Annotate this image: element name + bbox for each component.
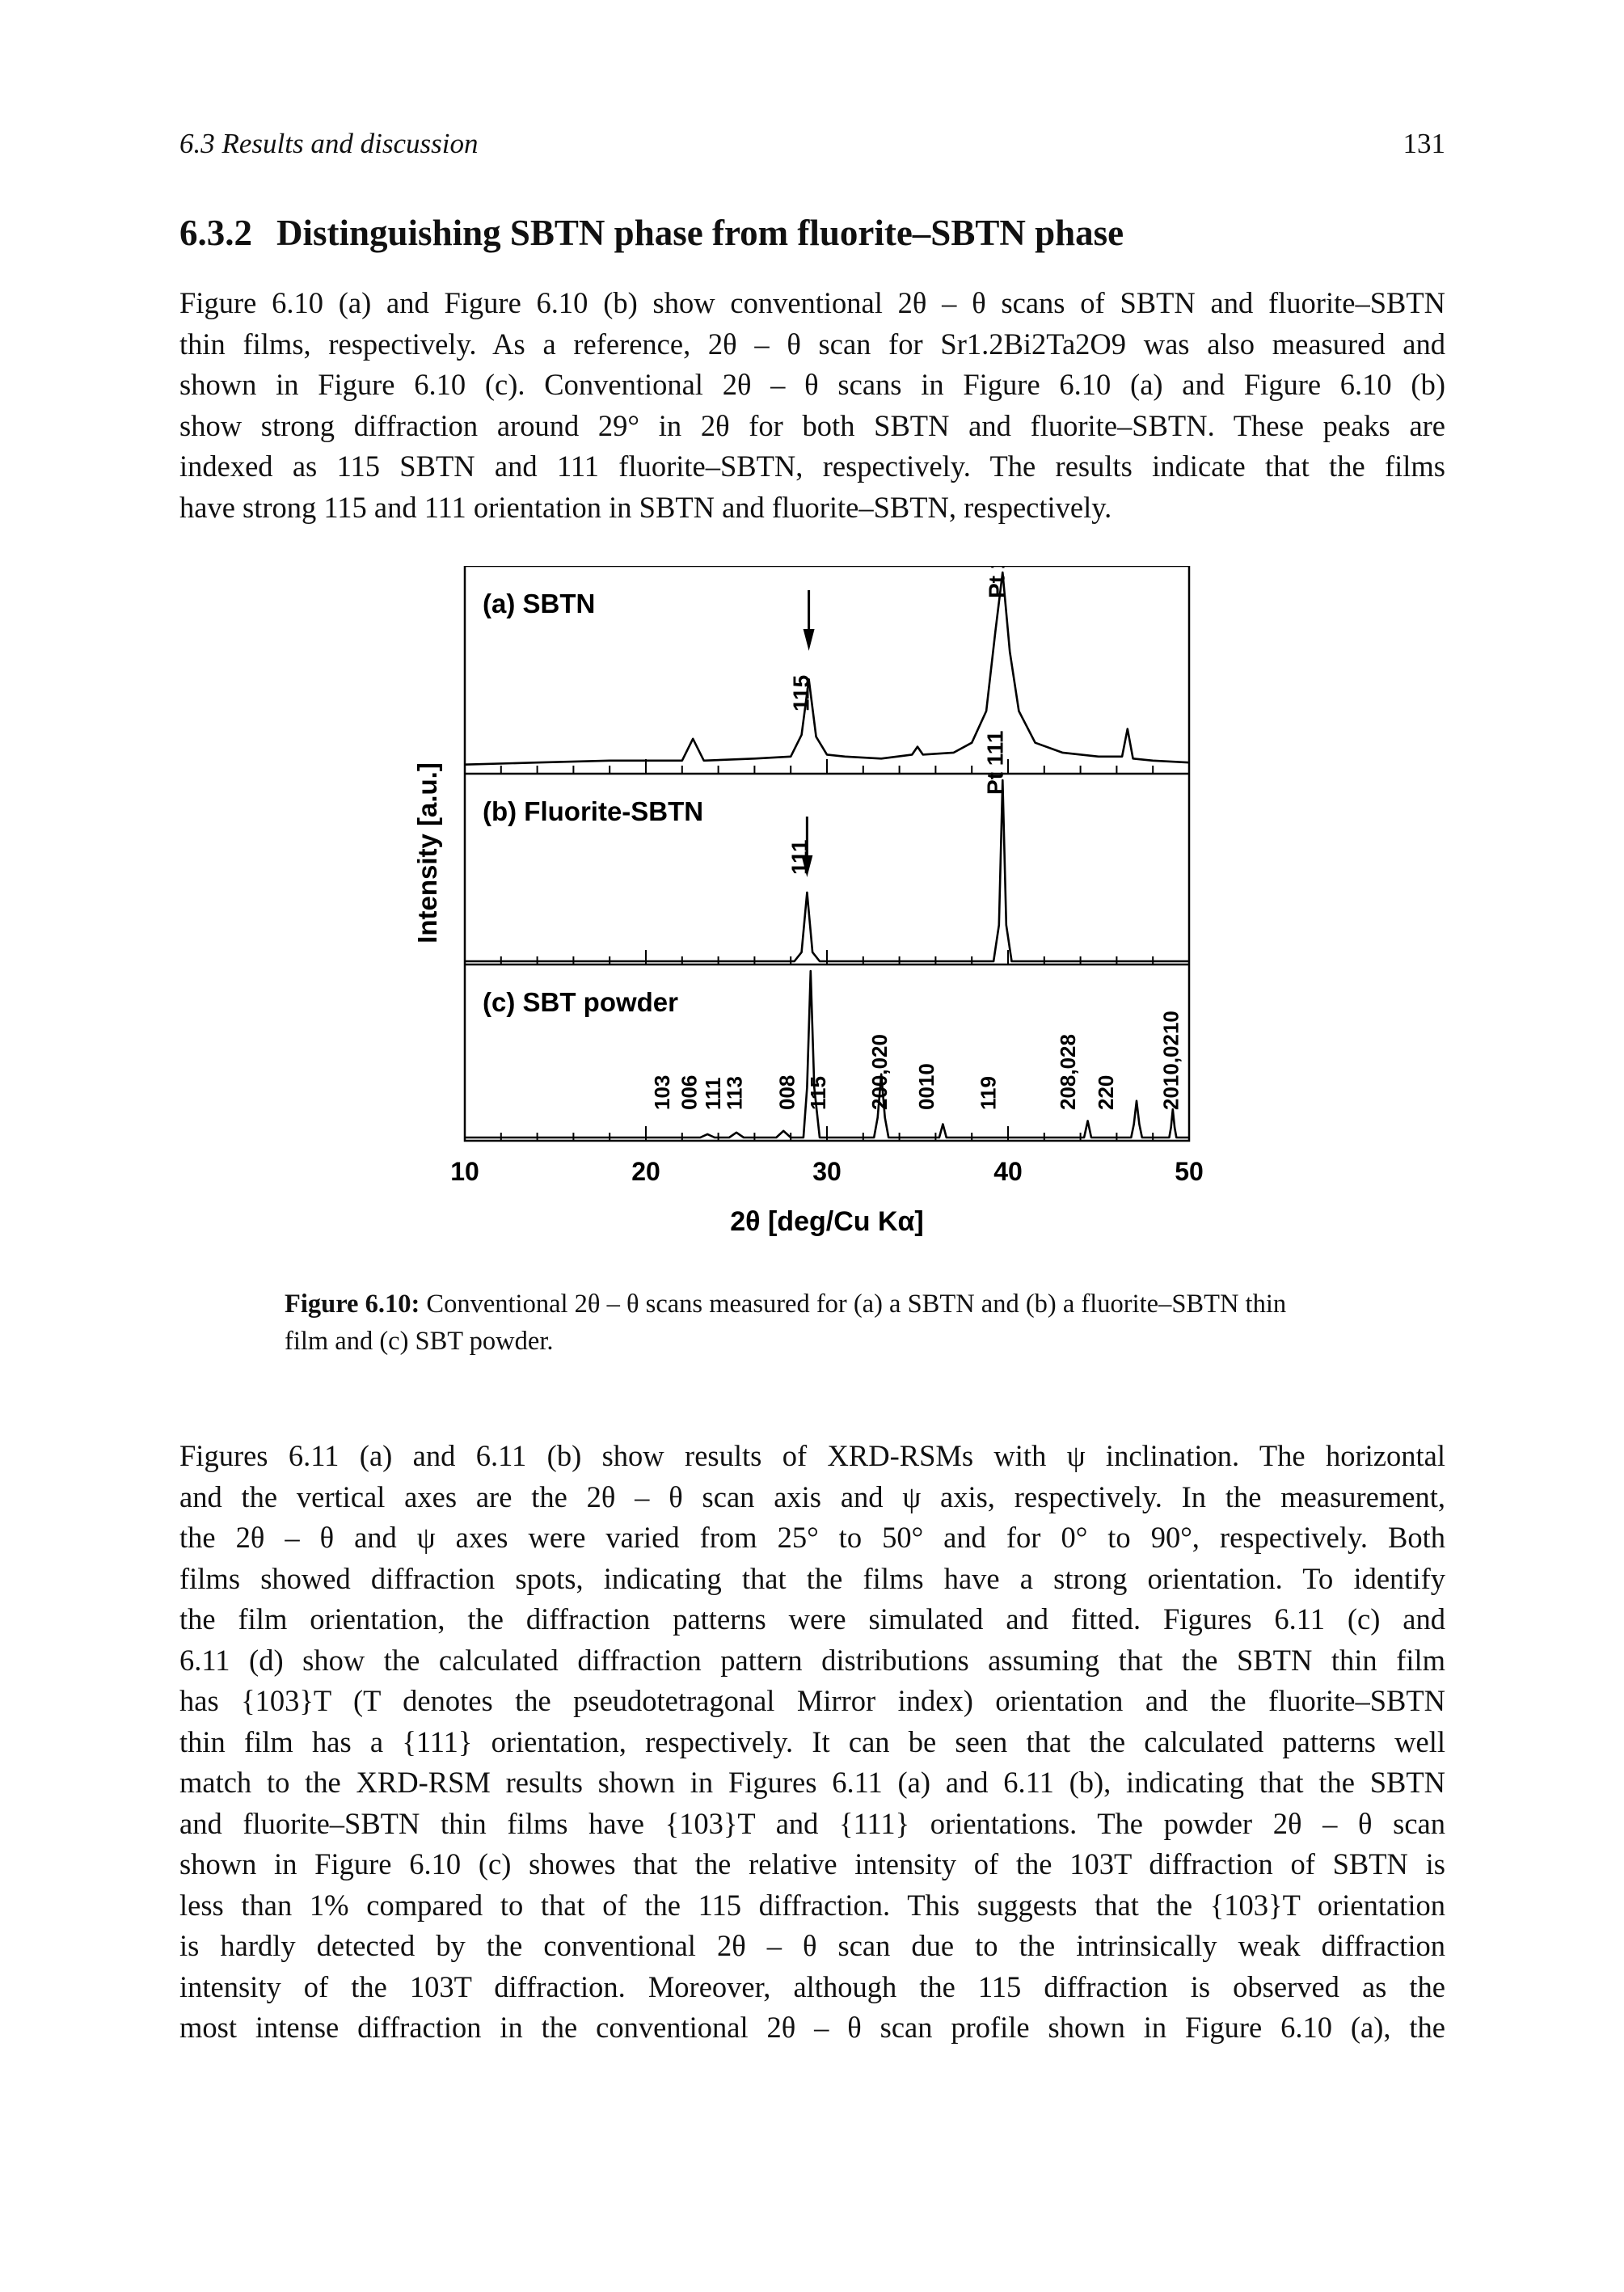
peak-label: Pt 111 (982, 731, 1007, 795)
paragraph-line: thin film has a {111} orientation, respe… (179, 1724, 1445, 1758)
paragraph-line: 6.11 (d) show the calculated diffraction… (179, 1643, 1445, 1677)
paragraph-line: shown in Figure 6.10 (c) showes that the… (179, 1847, 1445, 1880)
arrow-head-icon (801, 855, 813, 877)
paragraph-line: and fluorite–SBTN thin films have {103}T… (179, 1806, 1445, 1840)
peak-label: 200,020 (867, 1034, 892, 1110)
paragraph-line: show strong diffraction around 29° in 2θ… (179, 408, 1445, 442)
peak-label: 115 (789, 675, 814, 711)
paragraph-line: the film orientation, the diffraction pa… (179, 1602, 1445, 1636)
panel-label: (a) SBTN (483, 589, 595, 618)
peak-label: 115 (806, 1076, 830, 1110)
series-line-panel-3 (465, 969, 1189, 1139)
section-number: 6.3.2 (179, 213, 252, 253)
plot-frame (463, 566, 1191, 1142)
paragraph-line: the 2θ – θ and ψ axes were varied from 2… (179, 1521, 1445, 1554)
series-line-panel-2 (465, 779, 1189, 963)
arrow-head-icon (803, 629, 815, 651)
paragraph-line: match to the XRD-RSM results shown in Fi… (179, 1766, 1445, 1799)
caption-text: Conventional 2θ – θ scans measured for (… (426, 1290, 1287, 1319)
xrd-chart: (a) SBTN 115 Pt 111 (b) Fluorite-SBTN 111 Pt … (412, 566, 1204, 1237)
paragraph-line: have strong 115 and 111 orientation in S… (179, 490, 1112, 524)
paragraph-2: Figures 6.11 (a) and 6.11 (b) show resul… (179, 1436, 1445, 2049)
page-number: 131 (1403, 128, 1446, 159)
x-tick-label: 10 (450, 1157, 479, 1186)
peak-label: 008 (775, 1075, 799, 1110)
x-tick-label: 50 (1175, 1157, 1204, 1186)
peak-label: Pt 111 (985, 566, 1010, 598)
peak-label: 208,028 (1056, 1034, 1080, 1110)
paragraph-line: is hardly detected by the conventional 2… (179, 1929, 1445, 1962)
running-head: 6.3 Results and discussion 131 (179, 128, 1445, 168)
running-head-section: 6.3 Results and discussion (179, 128, 479, 159)
figure-caption: Figure 6.10: Conventional 2θ – θ scans m… (285, 1285, 1449, 1360)
paragraph-line: Figure 6.10 (a) and Figure 6.10 (b) show… (179, 286, 1445, 319)
peak-label: 103 (650, 1075, 674, 1110)
caption-label: Figure 6.10: (285, 1290, 420, 1319)
series-line-panel-1 (464, 571, 1190, 766)
caption-line: film and (c) SBT powder. (285, 1327, 554, 1356)
x-axis-label: 2θ [deg/Cu Kα] (730, 1206, 924, 1237)
paragraph-line: films showed diffraction spots, indicati… (179, 1561, 1445, 1595)
paragraph-1: Figure 6.10 (a) and Figure 6.10 (b) show… (179, 283, 1445, 528)
y-axis-label: Intensity [a.u.] (412, 762, 442, 943)
peak-label: 006 (677, 1075, 702, 1110)
paragraph-line: thin films, respectively. As a reference… (179, 327, 1445, 361)
peak-label: 119 (976, 1076, 1000, 1110)
paragraph-line: most intense diffraction in the conventi… (179, 2011, 1445, 2044)
paragraph-line: and the vertical axes are the 2θ – θ sca… (179, 1479, 1445, 1513)
paragraph-line: has {103}T (T denotes the pseudotetragon… (179, 1684, 1445, 1717)
x-tick-label: 20 (631, 1157, 660, 1186)
caption-line: Figure 6.10: Conventional 2θ – θ scans m… (285, 1285, 1449, 1323)
peak-label: 0010 (914, 1063, 939, 1110)
paragraph-line: shown in Figure 6.10 (c). Conventional 2… (179, 368, 1445, 401)
figure-6-10: (a) SBTN 115 Pt 111 (b) Fluorite-SBTN 111 Pt … (372, 566, 1261, 1261)
peak-label: 220 (1094, 1075, 1118, 1110)
paragraph-line: less than 1% compared to that of the 115… (179, 1888, 1445, 1922)
paragraph-line: intensity of the 103T diffraction. Moreo… (179, 1969, 1445, 2003)
panel-label: (c) SBT powder (483, 987, 678, 1017)
x-tick-label: 30 (812, 1157, 842, 1186)
x-tick-label: 40 (993, 1157, 1023, 1186)
peak-label: 111 (701, 1077, 725, 1110)
section-title: Distinguishing SBTN phase from fluorite–… (276, 213, 1124, 253)
paragraph-line: indexed as 115 SBTN and 111 fluorite–SBT… (179, 450, 1445, 483)
peak-label: 113 (723, 1076, 747, 1110)
peak-label: 2010,0210 (1159, 1011, 1183, 1110)
paragraph-line: Figures 6.11 (a) and 6.11 (b) show resul… (179, 1439, 1445, 1472)
section-heading: 6.3.2 Distinguishing SBTN phase from fluo… (179, 212, 1124, 254)
panel-label: (b) Fluorite-SBTN (483, 796, 703, 826)
